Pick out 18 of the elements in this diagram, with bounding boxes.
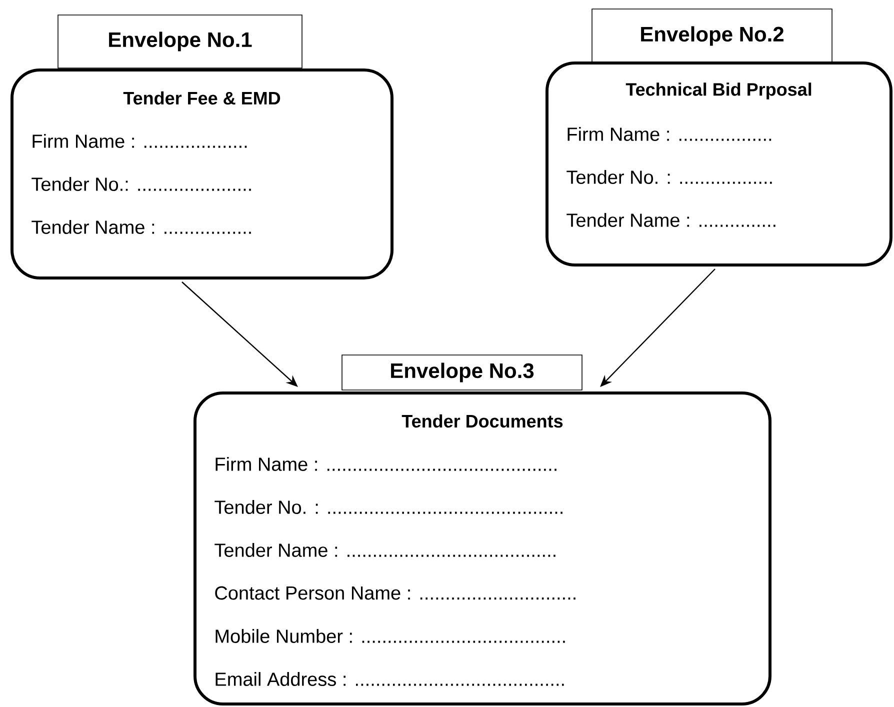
form-field-line: Firm Name : .................. — [568, 127, 772, 141]
form-field-line: Firm Name : .................... — [32, 134, 247, 148]
form-field-line: Tender Name : ........................................ — [214, 543, 556, 557]
form-field-line: Contact Person Name : .............................. — [215, 586, 576, 600]
envelope-tab: Envelope No.2 — [592, 8, 832, 64]
form-field-line: Firm Name : ............................................ — [216, 457, 556, 471]
form-field-line: Mobile Number : ....................................... — [216, 629, 565, 643]
form-field-line: Tender No.: ...................... — [32, 177, 251, 191]
card-heading: Technical Bid Prposal — [626, 82, 812, 100]
card-heading: Tender Documents — [402, 414, 563, 428]
form-field-line: Tender Name : ............... — [566, 213, 776, 227]
form-field-line: Email Address : ........................................ — [216, 672, 564, 686]
card-heading: Tender Fee & EMD — [123, 91, 280, 105]
form-field-line: Tender No. : .................. — [566, 170, 772, 184]
envelope-tab: Envelope No.1 — [58, 14, 302, 68]
form-field-line: Tender Name : ................. — [32, 220, 251, 234]
form-field-line: Tender No. : ............................................. — [214, 500, 562, 514]
envelope-tab: Envelope No.3 — [342, 354, 582, 390]
